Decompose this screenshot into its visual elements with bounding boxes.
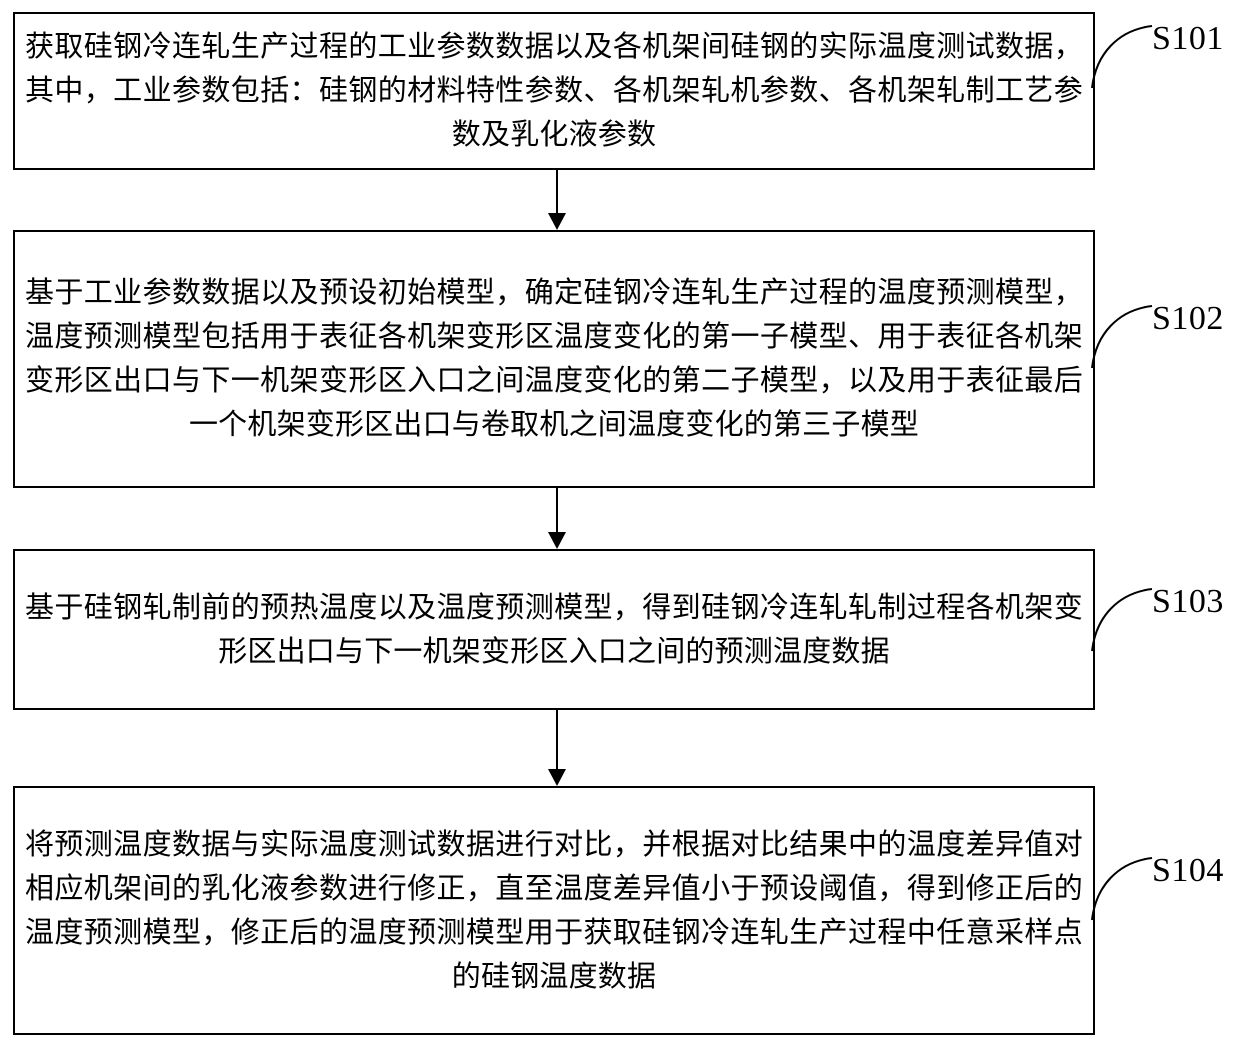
leader-line-s104 [1091,857,1153,921]
process-box-s101-text: 获取硅钢冷连轧生产过程的工业参数数据以及各机架间硅钢的实际温度测试数据，其中，工… [25,31,1083,151]
connector-arrow-s102-s103 [548,488,566,549]
arrow-shaft [556,170,558,214]
step-label-s104: S104 [1152,852,1224,889]
step-label-s103: S103 [1152,583,1224,620]
arrow-shaft [556,488,558,533]
process-box-s104-text: 将预测温度数据与实际温度测试数据进行对比，并根据对比结果中的温度差异值对相应机架… [25,828,1083,993]
process-box-s102: 基于工业参数数据以及预设初始模型，确定硅钢冷连轧生产过程的温度预测模型，温度预测… [13,230,1095,488]
leader-line-s101 [1091,25,1153,89]
step-label-s102: S102 [1152,300,1224,337]
process-box-s103: 基于硅钢轧制前的预热温度以及温度预测模型，得到硅钢冷连轧轧制过程各机架变形区出口… [13,549,1095,710]
arrow-head-icon [548,532,566,549]
arrow-head-icon [548,213,566,230]
arrow-shaft [556,710,558,770]
arrow-head-icon [548,769,566,786]
leader-line-s102 [1091,305,1153,369]
step-label-s101: S101 [1152,20,1224,57]
process-box-s101: 获取硅钢冷连轧生产过程的工业参数数据以及各机架间硅钢的实际温度测试数据，其中，工… [13,12,1095,170]
connector-arrow-s103-s104 [548,710,566,786]
process-box-s102-text: 基于工业参数数据以及预设初始模型，确定硅钢冷连轧生产过程的温度预测模型，温度预测… [25,277,1083,441]
connector-arrow-s101-s102 [548,170,566,230]
process-box-s103-text: 基于硅钢轧制前的预热温度以及温度预测模型，得到硅钢冷连轧轧制过程各机架变形区出口… [25,591,1083,668]
leader-line-s103 [1091,588,1153,652]
process-box-s104: 将预测温度数据与实际温度测试数据进行对比，并根据对比结果中的温度差异值对相应机架… [13,786,1095,1035]
